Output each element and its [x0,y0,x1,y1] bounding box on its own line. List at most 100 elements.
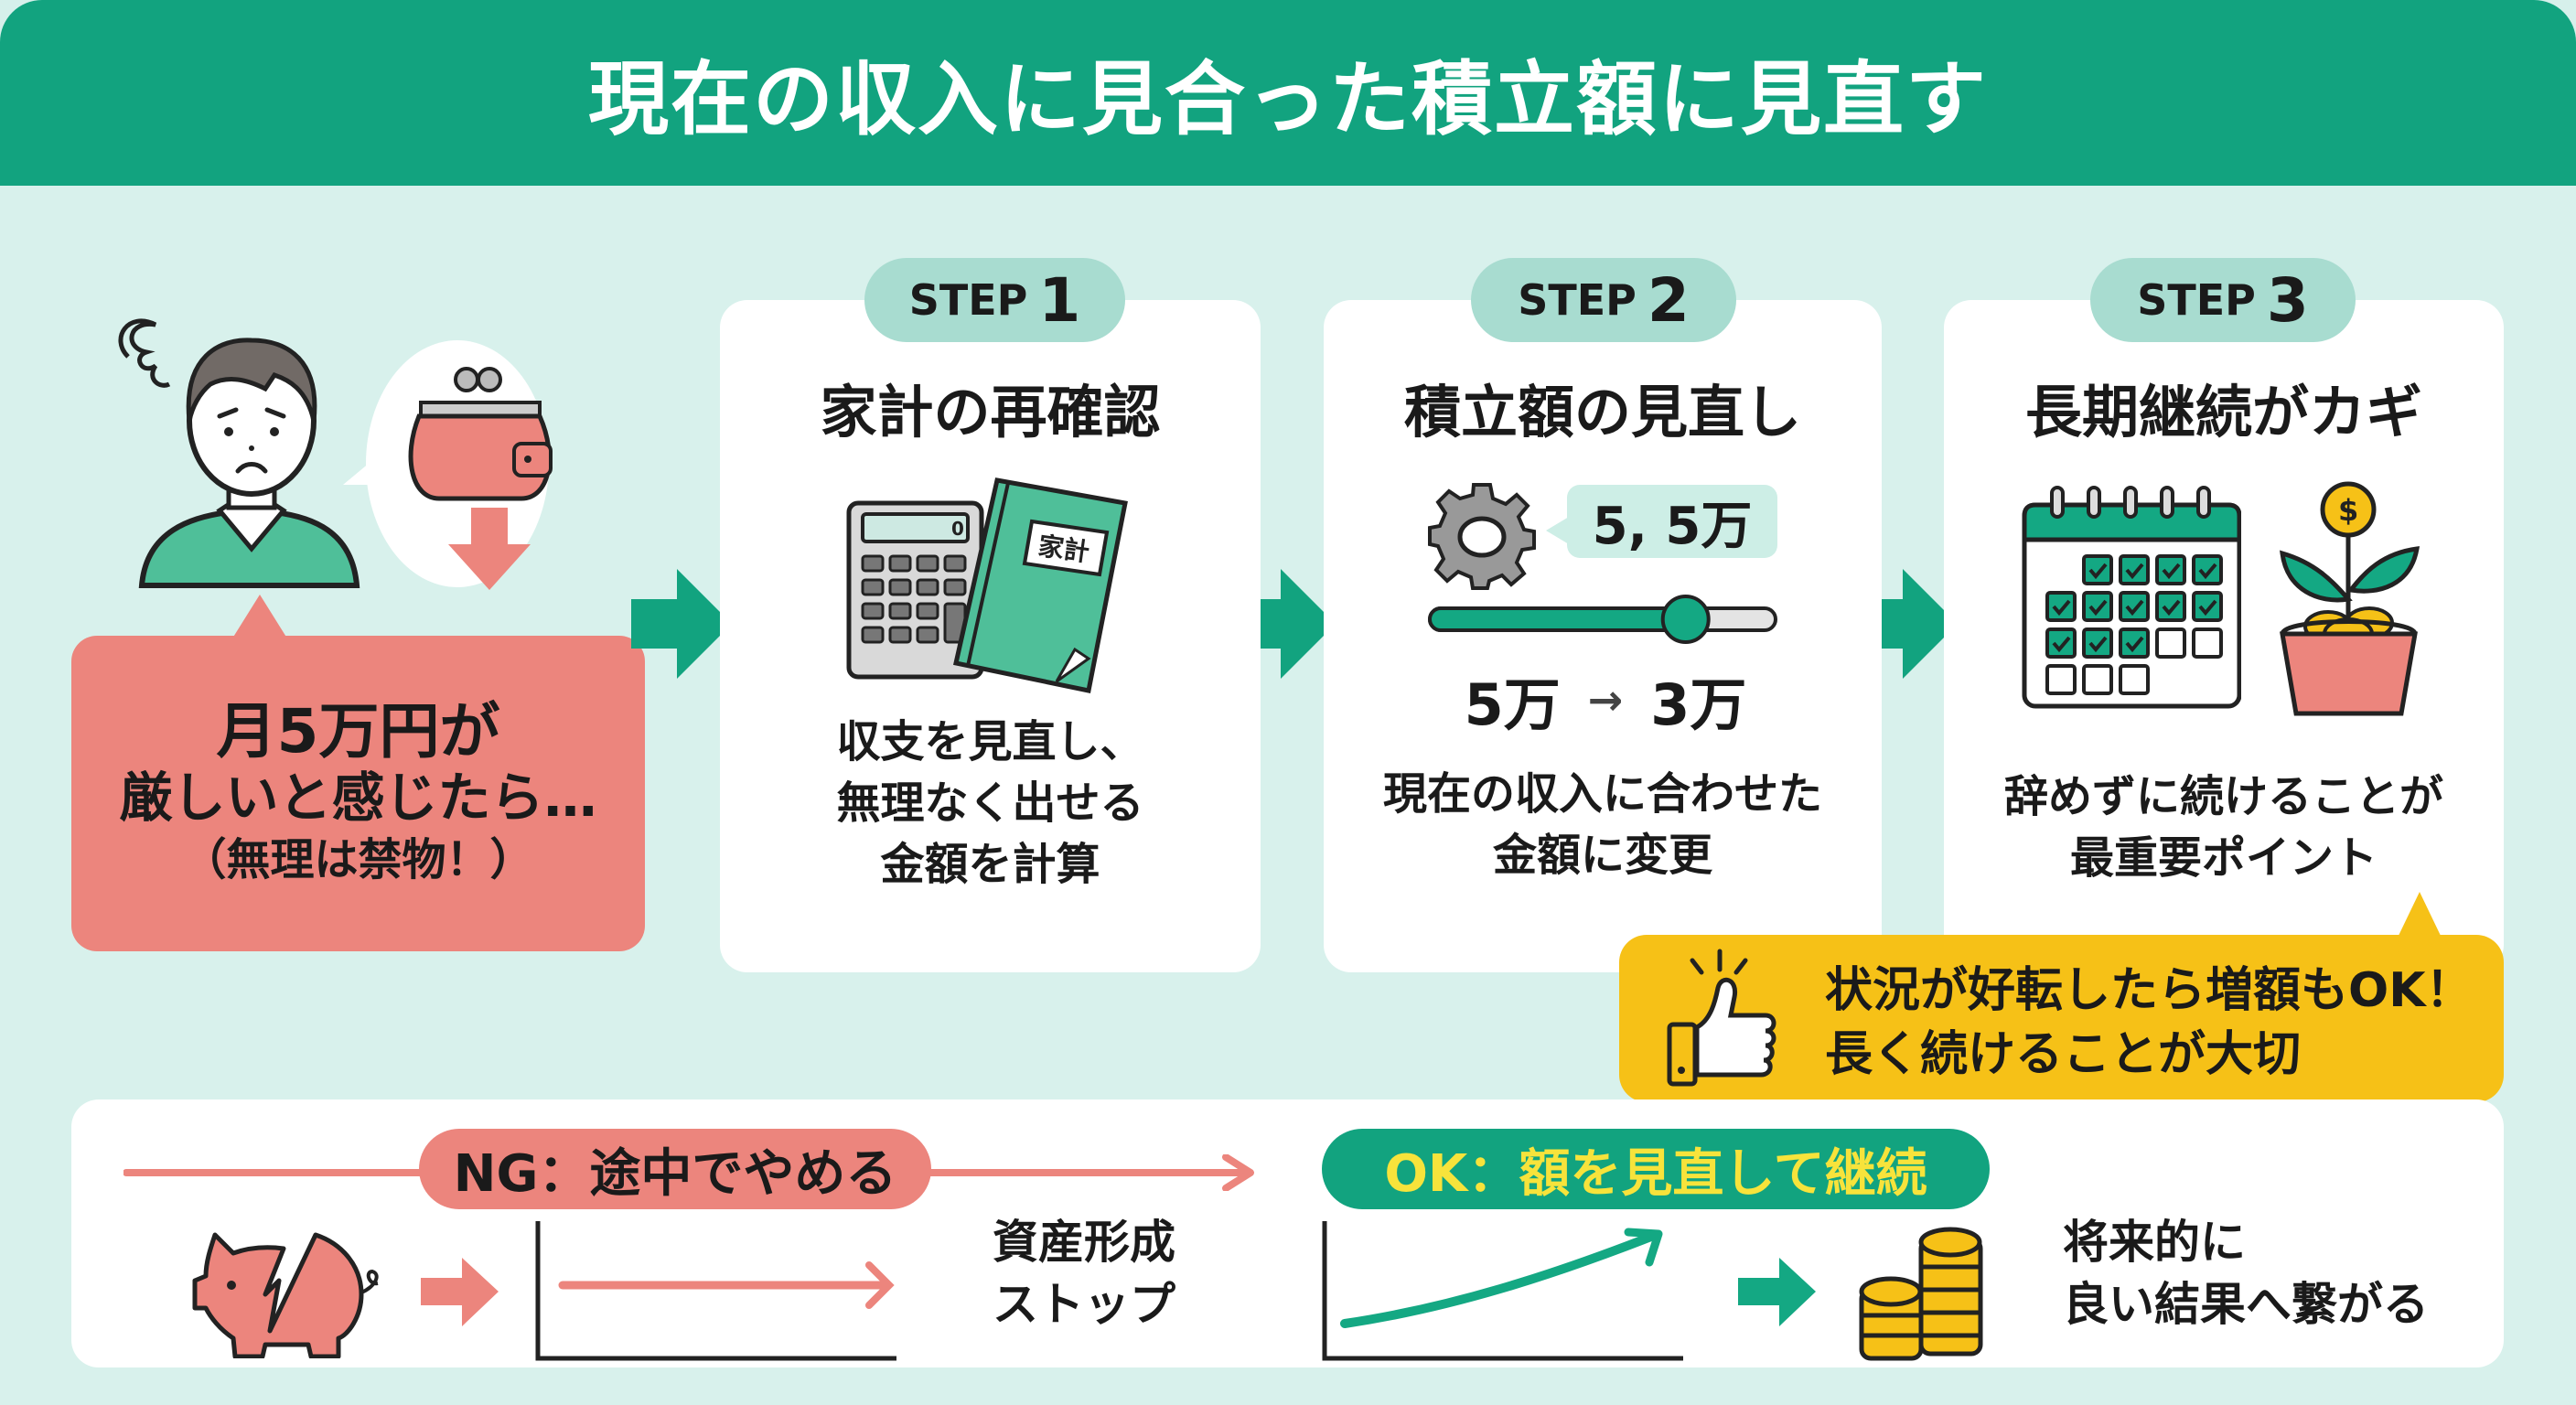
calculator-display: 0 [951,518,964,540]
checkmark-icon [2198,599,2217,617]
ng-label: NG：途中でやめる [419,1129,931,1209]
ng-result-line: ストップ [993,1277,1175,1331]
calendar-day-checked [2082,627,2113,659]
step-3-number: 3 [2266,264,2309,336]
household-ledger-icon: 家計 [953,477,1128,693]
callout-pointer [2397,892,2442,939]
step-3-badge: STEP 3 [2090,258,2356,342]
calendar-day-checked [2192,591,2223,622]
step-1-badge: STEP 1 [864,258,1125,342]
tip-text: 状況が好転したら増額もOK！ 長く続けることが大切 [1825,959,2474,1087]
amount-change: 5万 → 3万 [1436,659,1775,741]
calendar-day-checked [2155,591,2186,622]
flow-arrow-3-icon [1857,569,1958,679]
checkmark-icon [2125,636,2144,653]
step-1-word: STEP [908,275,1028,325]
worried-person-icon [118,318,360,588]
calendar-check-icon [2022,486,2241,709]
ok-right-arrow-icon [1738,1258,1816,1326]
header-banner: 現在の収入に見合った積立額に見直す [0,0,2576,186]
badge-pointer [1546,517,1569,544]
step-2-desc-line: 現在の収入に合わせた [1382,768,1822,820]
coin-stack-icon [1859,1227,1983,1361]
step-3-desc-line: 最重要ポイント [2069,832,2377,885]
step-1-desc-line: 金額を計算 [880,839,1100,891]
ok-result-line: 良い結果へ繋がる [2063,1277,2429,1331]
arrow-right-icon: → [1587,675,1624,724]
slider-knob [1660,595,1711,644]
calendar-day-checked [2119,627,2150,659]
bubble-tail [343,439,398,485]
ng-right-arrow-icon [421,1258,499,1326]
checkmark-icon [2125,599,2144,617]
step-2-title: 積立額の見直し [1403,379,1801,445]
calendar-day-checked [2119,591,2150,622]
step-2-desc-line: 金額に変更 [1492,830,1712,882]
thumbs-up-icon [1667,949,1776,1087]
tip-line-2: 長く続けることが大切 [1825,1027,2302,1083]
step-1-desc-line: 収支を見直し、 [836,716,1144,767]
ledger-label: 家計 [1036,531,1091,567]
step-2-card [1324,300,1882,972]
checkmark-icon [2198,563,2217,580]
slider-fill [1428,606,1688,632]
intro-line-2: 厳しいと感じたら… [119,767,597,830]
step-1-description: 収支を見直し、 無理なく出せる 金額を計算 [720,712,1261,896]
calendar-day-empty [2119,664,2150,695]
checkmark-icon [2162,599,2181,617]
ok-result: 将来的に 良い結果へ繋がる [2063,1212,2429,1335]
ng-result-line: 資産形成 [993,1216,1175,1269]
checkmark-icon [2052,636,2071,653]
calendar-day-checked [2119,554,2150,585]
checkmark-icon [2088,599,2108,617]
money-plant-icon: $ [2280,481,2420,716]
confusion-swirl-icon [118,318,171,388]
intro-warning-box: 月5万円が 厳しいと感じたら… （無理は禁物！） [71,636,645,951]
amount-slider[interactable] [1427,593,1779,648]
step-2-badge: STEP 2 [1471,258,1736,342]
dollar-sign-icon: $ [2338,493,2358,528]
step-1-title: 家計の再確認 [820,379,1161,445]
step-2-word: STEP [1518,275,1637,325]
page-title: 現在の収入に見合った積立額に見直す [587,52,1988,146]
down-arrow-icon [448,508,531,590]
amount-before: 5万 [1464,671,1561,738]
step-1-desc-line: 無理なく出せる [836,778,1144,830]
calendar-day-empty [2192,627,2223,659]
calendar-day-checked [2082,591,2113,622]
checkmark-icon [2162,563,2181,580]
ng-result: 資産形成 ストップ [993,1212,1175,1335]
calendar-day-empty [2082,664,2113,695]
step-2-number: 2 [1647,264,1690,336]
amount-badge: 5, 5万 [1567,485,1777,558]
step-1-number: 1 [1038,264,1081,336]
checkmark-icon [2125,563,2144,580]
step-2-description: 現在の収入に合わせた 金額に変更 [1324,764,1882,886]
flat-line-chart-icon [535,1221,896,1361]
flow-arrow-1-icon [631,569,732,679]
checkmark-icon [2088,636,2108,653]
calendar-day-checked [2045,591,2077,622]
tip-line-1: 状況が好転したら増額もOK！ [1825,963,2474,1018]
step-3-word: STEP [2137,275,2256,325]
calendar-day-checked [2082,554,2113,585]
pink-box-pointer [232,595,287,638]
checkmark-icon [2052,599,2071,617]
step-3-desc-line: 辞めずに続けることが [2003,771,2443,822]
step-3-description: 辞めずに続けることが 最重要ポイント [1944,767,2504,889]
flow-arrow-2-icon [1235,569,1336,679]
ok-result-line: 将来的に [2063,1216,2246,1269]
step-3-title: 長期継続がカギ [2024,379,2422,445]
ok-label: OK：額を見直して継続 [1322,1129,1990,1209]
coin-purse-icon [408,367,553,501]
intro-line-1: 月5万円が [216,696,500,767]
amount-after: 3万 [1650,671,1747,738]
calendar-day-checked [2045,627,2077,659]
checkmark-icon [2088,563,2108,580]
calendar-day-checked [2192,554,2223,585]
gear-icon [1428,483,1536,590]
intro-line-3: （無理は禁物！） [182,833,534,885]
calendar-day-empty [2155,627,2186,659]
calendar-day-empty [2045,664,2077,695]
broken-piggy-bank-icon [192,1232,379,1358]
